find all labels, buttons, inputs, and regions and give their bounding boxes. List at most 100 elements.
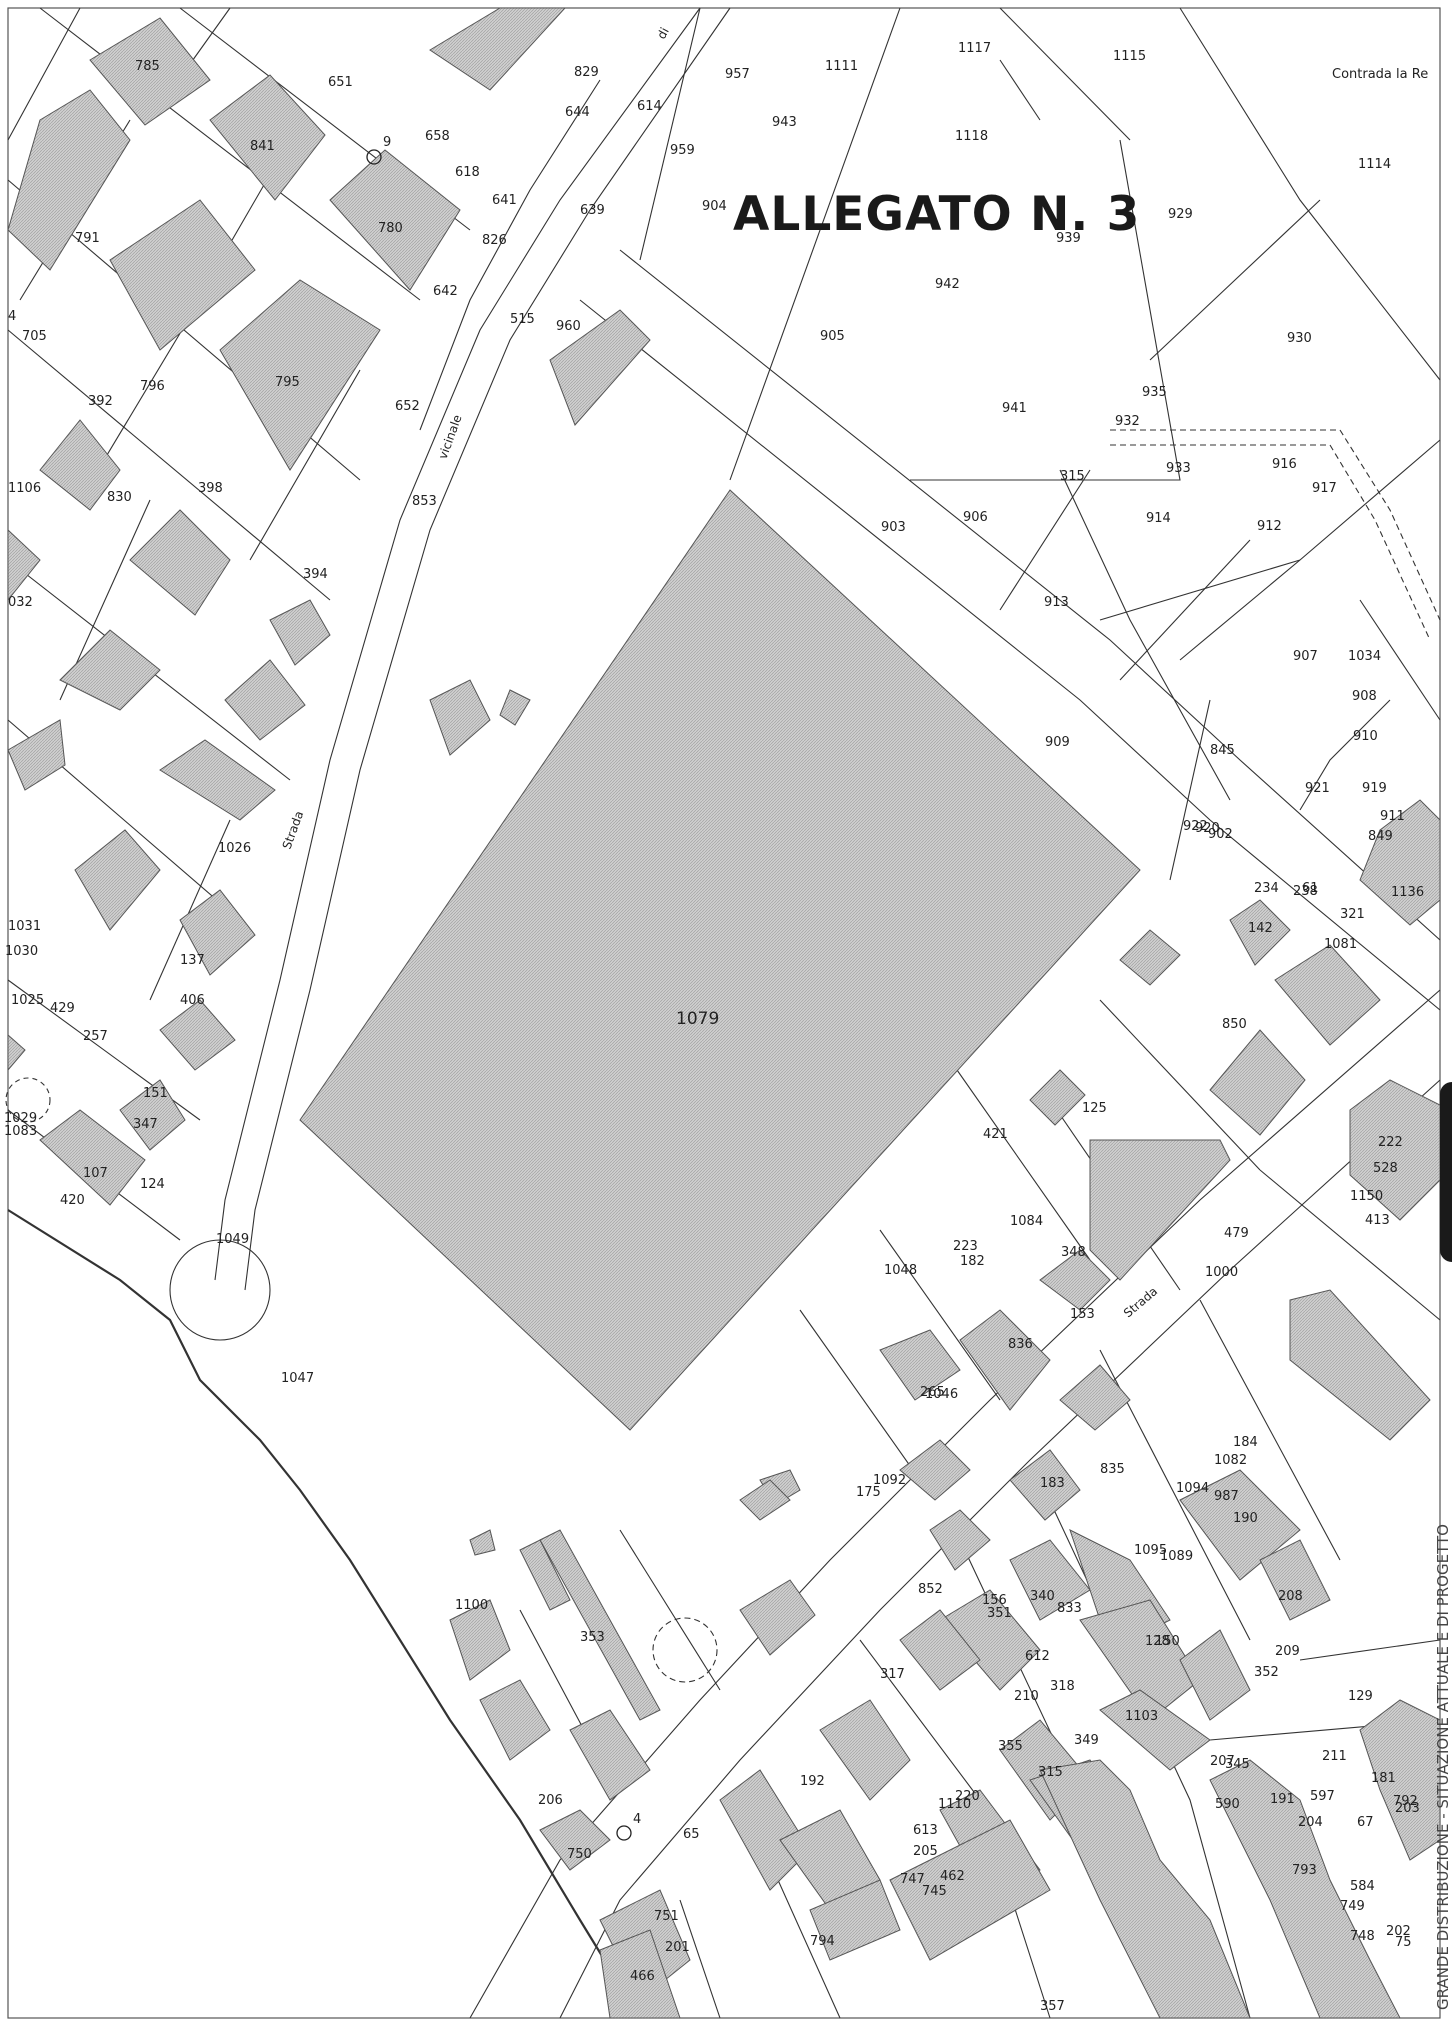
parcel-number: 1100 (455, 1598, 488, 1613)
parcel-number: 849 (1368, 829, 1393, 844)
parcel-number: 61 (1302, 881, 1319, 896)
parcel-number: 920 (1195, 821, 1220, 836)
parcel-number: 394 (303, 567, 328, 582)
parcel-number: 67 (1357, 1815, 1374, 1830)
parcel-number: 584 (1350, 1879, 1375, 1894)
parcel-number: 705 (22, 329, 47, 344)
parcel-number: 032 (8, 595, 33, 610)
parcel-number: 234 (1254, 881, 1279, 896)
parcel-number: 1136 (1391, 885, 1424, 900)
parcel-number: 914 (1146, 511, 1171, 526)
buildings (7, 7, 1441, 2019)
parcel-number: 204 (1298, 1815, 1323, 1830)
parcel-number: 1117 (958, 41, 991, 56)
parcel-number: 182 (960, 1254, 985, 1269)
parcel-number: 652 (395, 399, 420, 414)
parcel-number: 315 (1038, 1765, 1063, 1780)
parcel-number: 125 (1082, 1101, 1107, 1116)
street-label: di (654, 25, 672, 41)
parcel-number: 836 (1008, 1337, 1033, 1352)
parcel-number: 906 (963, 510, 988, 525)
parcel-number: 183 (1040, 1476, 1065, 1491)
parcel-number: 142 (1248, 921, 1273, 936)
parcel-number: 795 (275, 375, 300, 390)
parcel-number: 211 (1322, 1749, 1347, 1764)
parcel-number: 205 (913, 1844, 938, 1859)
parcel-number: 639 (580, 203, 605, 218)
parcel-number: 747 (900, 1872, 925, 1887)
parcel-number: 137 (180, 953, 205, 968)
parcel-number: 910 (1353, 729, 1378, 744)
parcel-number: 348 (1061, 1245, 1086, 1260)
parcel-number: 943 (772, 115, 797, 130)
parcel-number: 826 (482, 233, 507, 248)
parcel-number: 904 (702, 199, 727, 214)
parcel-number: 413 (1365, 1213, 1390, 1228)
parcel-number: 933 (1166, 461, 1191, 476)
parcel-number: 850 (1222, 1017, 1247, 1032)
parcel-number: 1094 (1176, 1481, 1209, 1496)
parcel-number: 1049 (216, 1232, 249, 1247)
parcel-number: 156 (982, 1593, 1007, 1608)
building-main (299, 489, 1141, 1431)
parcel-number: 829 (574, 65, 599, 80)
parcel-number: 793 (1292, 1863, 1317, 1878)
street-label: Strada (280, 809, 307, 851)
parcel-number: 942 (935, 277, 960, 292)
parcel-number: 745 (922, 1884, 947, 1899)
parcel-number: 1092 (873, 1473, 906, 1488)
parcel-number: 644 (565, 105, 590, 120)
parcel-number: 257 (83, 1029, 108, 1044)
parcel-number: 1047 (281, 1371, 314, 1386)
parcel-number: 1084 (1010, 1214, 1043, 1229)
parcel-number: 590 (1215, 1797, 1240, 1812)
parcel-number: 1111 (825, 59, 858, 74)
parcel-number: 1034 (1348, 649, 1381, 664)
parcel-number: 614 (637, 99, 662, 114)
parcel-number: 1029 (4, 1111, 37, 1126)
parcel-number: 1150 (1350, 1189, 1383, 1204)
parcel-number: 347 (133, 1117, 158, 1132)
parcel-number: 642 (433, 284, 458, 299)
survey-point-label: 9 (383, 135, 391, 150)
parcel-number: 349 (1074, 1733, 1099, 1748)
parcel-number: 959 (670, 143, 695, 158)
parcel-number: 930 (1287, 331, 1312, 346)
parcel-number: 1030 (5, 944, 38, 959)
parcel-number: 392 (88, 394, 113, 409)
parcel-number: 209 (1275, 1644, 1300, 1659)
parcel-number: 751 (654, 1909, 679, 1924)
main-parcel-label: 1079 (676, 1009, 719, 1029)
parcel-number: 791 (75, 231, 100, 246)
parcel-number: 466 (630, 1969, 655, 1984)
parcel-number: 151 (143, 1086, 168, 1101)
parcel-number: 845 (1210, 743, 1235, 758)
parcel-number: 651 (328, 75, 353, 90)
parcel-number: 203 (1395, 1801, 1420, 1816)
parcel-number: 65 (683, 1827, 700, 1842)
parcel-number: 1081 (1324, 937, 1357, 952)
parcel-number: 210 (1014, 1689, 1039, 1704)
parcel-number: 479 (1224, 1226, 1249, 1241)
parcel-boundaries (5, 7, 1441, 2019)
parcel-number: 597 (1310, 1789, 1335, 1804)
parcel-number: 1110 (938, 1797, 971, 1812)
parcel-number: 223 (953, 1239, 978, 1254)
parcel-number: 794 (810, 1934, 835, 1949)
map-border (7, 7, 1441, 2019)
parcel-number: 351 (987, 1606, 1012, 1621)
parcel-number: 406 (180, 993, 205, 1008)
parcel-number: 192 (800, 1774, 825, 1789)
parcel-number: 841 (250, 139, 275, 154)
parcel-number: 1031 (8, 919, 41, 934)
parcel-number: 922 (1183, 819, 1208, 834)
parcel-number: 641 (492, 193, 517, 208)
parcel-number: 913 (1044, 595, 1069, 610)
parcel-number: 1000 (1205, 1265, 1238, 1280)
parcel-number: 902 (1208, 827, 1233, 842)
parcel-number: 398 (198, 481, 223, 496)
parcel-number: Contrada la Re (1332, 67, 1428, 82)
